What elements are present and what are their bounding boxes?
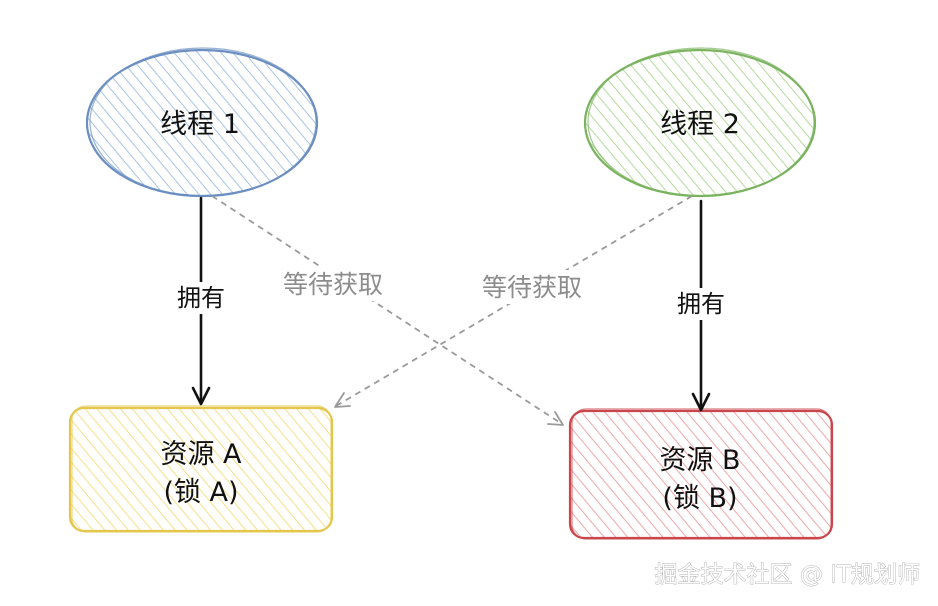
thread-1-node: 线程 1 [85,47,319,198]
watermark-text: 掘金技术社区 @ IT规划师 [655,562,920,588]
thread-2-node: 线程 2 [583,47,817,198]
thread-1-waits-label-bg [276,267,390,301]
resource-b-lock-label: (锁 B) [662,483,737,514]
thread-1-owns-label: 拥有 [177,284,225,312]
resource-a-lock-label: (锁 A) [163,477,238,508]
thread-2-waits-arrow [334,195,693,408]
thread-2-owns-label-bg [665,288,737,320]
thread-1-owns-label-bg [165,282,237,314]
resource-b-label: 资源 B [659,445,740,476]
resource-b-node: 资源 B (锁 B) [568,408,834,540]
thread-2-waits-label-bg [474,270,590,304]
resource-a-label: 资源 A [160,439,242,470]
thread-2-waits-label: 等待获取 [482,273,582,302]
thread-1-waits-label: 等待获取 [283,270,383,299]
thread-2-owns-label: 拥有 [677,290,725,318]
thread-2-label: 线程 2 [660,109,740,140]
thread-1-waits-arrow [211,195,564,426]
resource-a-node: 资源 A (锁 A) [68,405,334,533]
thread-1-label: 线程 1 [160,109,240,140]
